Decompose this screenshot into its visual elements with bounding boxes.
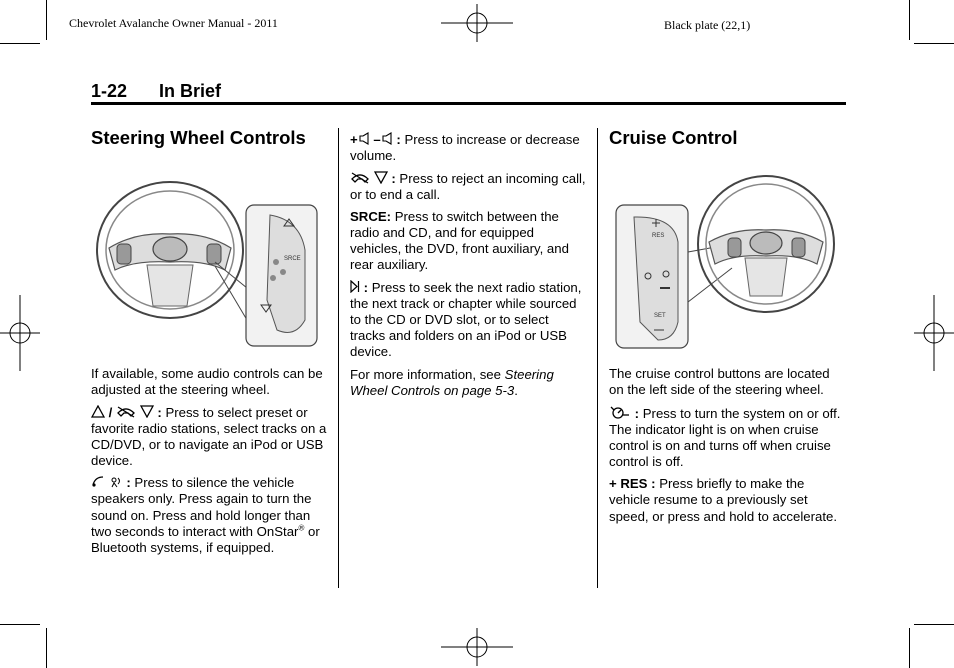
steering-intro: If available, some audio controls can be… <box>91 366 323 398</box>
registration-mark-bottom <box>441 628 513 666</box>
cruise-control-icon <box>610 406 629 419</box>
crop-mark <box>914 624 954 625</box>
volume-item: + – : Press to increase or decrease volu… <box>350 132 580 164</box>
phone-end-icon <box>117 406 135 418</box>
mute-item: : Press to silence the vehicle speakers … <box>91 475 320 555</box>
heading-steering-wheel-controls: Steering Wheel Controls <box>91 127 306 148</box>
column-divider <box>597 128 598 588</box>
res-button-label: RES <box>652 233 664 239</box>
cruise-onoff-item: : Press to turn the system on or off. Th… <box>609 405 841 469</box>
heading-cruise-control: Cruise Control <box>609 127 738 148</box>
crop-mark <box>46 628 47 668</box>
res-item: + RES : Press briefly to make the vehicl… <box>609 476 837 524</box>
registration-mark-left <box>0 295 40 371</box>
column-divider <box>338 128 339 588</box>
column-1-text: If available, some audio controls can be… <box>91 366 331 562</box>
down-triangle-icon <box>373 170 388 184</box>
cross-reference-link[interactable]: Steering Wheel Controls on page 5-3 <box>350 366 554 398</box>
preset-up-icon <box>91 404 105 418</box>
crop-mark <box>909 0 910 40</box>
crop-mark <box>909 628 910 668</box>
registration-mark-right <box>914 295 954 371</box>
registration-mark-top <box>441 4 513 42</box>
voice-icon <box>111 477 120 488</box>
srce-button-label: SRCE <box>284 256 301 262</box>
volume-up-icon <box>359 132 369 145</box>
seek-icon <box>350 279 360 293</box>
crop-mark <box>0 43 40 44</box>
plate-label: Black plate (22,1) <box>664 18 751 32</box>
set-button-label: SET <box>654 313 666 319</box>
column-3-text: The cruise control buttons are located o… <box>609 366 845 531</box>
cruise-intro: The cruise control buttons are located o… <box>609 366 830 398</box>
section-rule <box>91 102 846 105</box>
seek-item: : Press to seek the next radio station, … <box>350 279 582 360</box>
phone-end-icon <box>351 172 369 184</box>
cruise-control-figure: RES SET <box>615 175 835 349</box>
steering-wheel-controls-figure: SRCE <box>96 181 318 347</box>
more-info: For more information, see Steering Wheel… <box>350 366 554 398</box>
srce-item: SRCE: Press to switch between the radio … <box>350 209 569 273</box>
preset-item: / : Press to select preset or favorite r… <box>91 404 327 468</box>
page-number: 1-22 <box>91 81 128 101</box>
crop-mark <box>46 0 47 40</box>
mute-icon <box>92 476 104 487</box>
crop-mark <box>0 624 40 625</box>
document-title: Chevrolet Avalanche Owner Manual - 2011 <box>69 16 278 30</box>
preset-down-icon <box>139 404 154 418</box>
crop-mark <box>914 43 954 44</box>
volume-down-icon <box>382 132 392 145</box>
section-title: In Brief <box>159 81 222 101</box>
end-call-item: : Press to reject an incoming call, or t… <box>350 170 586 202</box>
column-2-text: + – : Press to increase or decrease volu… <box>350 132 586 405</box>
